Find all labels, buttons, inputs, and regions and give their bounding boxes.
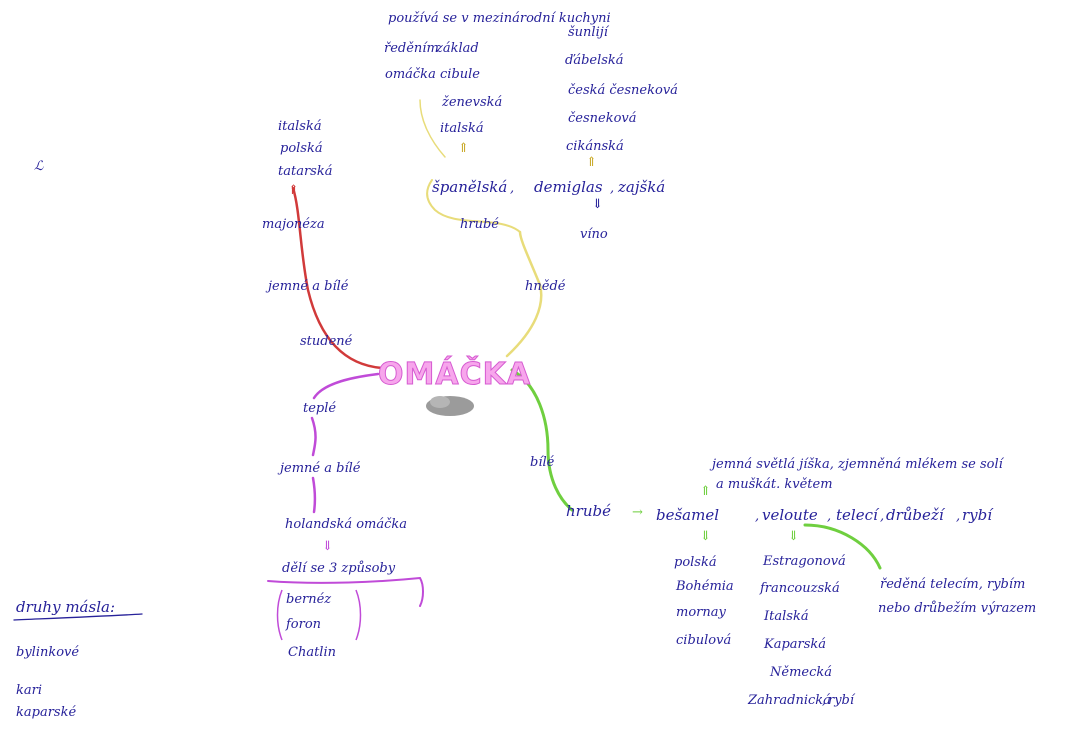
hnede-italska: italská	[440, 121, 484, 136]
hnede-cibule: cibule	[440, 67, 480, 82]
branch-line-bile-right	[803, 523, 882, 570]
bile-desc-top: jemná světlá jíška, zjemněná mlékem se s…	[709, 457, 1005, 472]
vel-item-3: Italská	[763, 609, 809, 624]
bile-desc-bottom: a muškát. květem	[716, 477, 833, 492]
deli-label: dělí se 3 způsoby	[282, 560, 396, 576]
arrow-down-icon: ⇓	[700, 529, 711, 544]
besamel-label: bešamel	[656, 506, 719, 524]
vel-item-1: Estragonová	[762, 554, 846, 569]
deli-underline	[267, 576, 424, 607]
vel-item-4: Kaparská	[763, 637, 826, 652]
vel-item-5: Německá	[769, 665, 832, 680]
veloute-label: veloute	[762, 506, 818, 524]
hnede-zaklad: základ	[435, 41, 479, 56]
arrow-up-icon: ⇑	[288, 183, 299, 198]
studene-item-3: tatarská	[278, 164, 333, 179]
arrow-down-icon: ⇓	[322, 539, 333, 554]
studene-jemne-label: jemné a bílé	[265, 279, 349, 294]
branch-line-teple-down	[310, 416, 317, 514]
bes-item-1: polská	[674, 555, 717, 570]
hnede-right-4: česneková	[568, 111, 637, 126]
rybi-label: rybí	[962, 506, 994, 524]
arrow-up-icon: ⇑	[586, 155, 597, 170]
branch-line-hnede	[505, 230, 543, 358]
hnede-hrube-label: hrubé	[460, 217, 499, 232]
hnede-top-line: používá se v mezinárodní kuchyni	[388, 11, 611, 26]
teple-item-1: bernéz	[286, 592, 331, 607]
bes-item-3: mornay	[676, 605, 726, 620]
branch-line-hnede-top	[419, 99, 446, 158]
hnede-right-5: cikánská	[566, 139, 624, 154]
vel-item-2: francouzská	[759, 581, 840, 596]
stray-mark: ℒ	[34, 159, 44, 174]
holandska-label: holandská omáčka	[285, 517, 407, 532]
arrow-down-icon: ⇓	[592, 197, 603, 212]
teple-item-3: Chatlin	[288, 645, 336, 660]
arrow-right-icon: →	[632, 505, 643, 520]
bile-hrube-label: hrubé	[566, 502, 611, 520]
hnede-zenevska: ženevská	[441, 95, 503, 110]
studene-item-1: italská	[278, 119, 322, 134]
teple-label: teplé	[303, 401, 336, 416]
demiglas-label: demiglas	[534, 178, 603, 196]
arrow-up-icon: ⇑	[458, 141, 469, 156]
teple-jemne-label: jemné a bílé	[277, 461, 361, 476]
branch-line-studene	[291, 186, 384, 370]
hnede-redenim: ředěním	[384, 41, 439, 56]
hnede-right-3: česká česneková	[568, 83, 678, 98]
svg-text:,: ,	[510, 181, 514, 196]
studene-label: studené	[300, 334, 353, 349]
svg-text:,: ,	[822, 693, 826, 708]
vel-item-7: rybí	[828, 693, 856, 708]
teleci-label: telecí	[836, 506, 880, 524]
drubezi-label: drůbeží	[886, 506, 946, 524]
studene-item-2: polská	[280, 141, 323, 156]
hnede-label: hnědé	[525, 279, 566, 294]
bes-item-2: Bohémia	[675, 579, 734, 594]
maslo-item-2: kari	[16, 683, 42, 698]
svg-text:,: ,	[956, 509, 960, 524]
bile-label: bílé	[530, 455, 555, 470]
majoneza-label: majonéza	[262, 217, 325, 232]
redena-line-2: nebo drůbežím výrazem	[878, 600, 1036, 616]
teple-item-2: foron	[285, 617, 321, 632]
druhy-masla-title: druhy másla:	[16, 598, 115, 616]
hnede-right-2: ďábelská	[565, 53, 624, 68]
hnede-right-1: šunlijí	[568, 25, 610, 40]
arrow-up-icon: ⇑	[700, 484, 711, 499]
druhy-masla-underline	[13, 613, 143, 621]
bracket-left	[276, 589, 283, 641]
maslo-item-1: bylinkové	[16, 645, 79, 660]
hnede-omacka: omáčka	[385, 67, 436, 82]
branch-line-teple	[312, 372, 380, 400]
vino-label: víno	[580, 227, 608, 242]
spanelska-label: španělská	[432, 178, 507, 196]
bes-item-4: cibulová	[676, 633, 731, 648]
center-title: OMÁČKA	[378, 355, 531, 392]
svg-text:,: ,	[880, 509, 884, 524]
redena-line-1: ředěná telecím, rybím	[880, 577, 1025, 592]
branch-line-bile	[510, 368, 574, 512]
arrow-down-icon: ⇓	[788, 529, 799, 544]
maslo-item-3: kaparské	[16, 705, 76, 720]
bracket-right	[355, 589, 362, 641]
svg-text:,: ,	[827, 509, 831, 524]
svg-text:,: ,	[610, 181, 614, 196]
branch-line-hnede-left	[426, 179, 521, 233]
svg-text:,: ,	[755, 509, 759, 524]
zajska-label: zajšká	[617, 178, 665, 196]
vel-item-6: Zahradnická	[747, 693, 831, 708]
